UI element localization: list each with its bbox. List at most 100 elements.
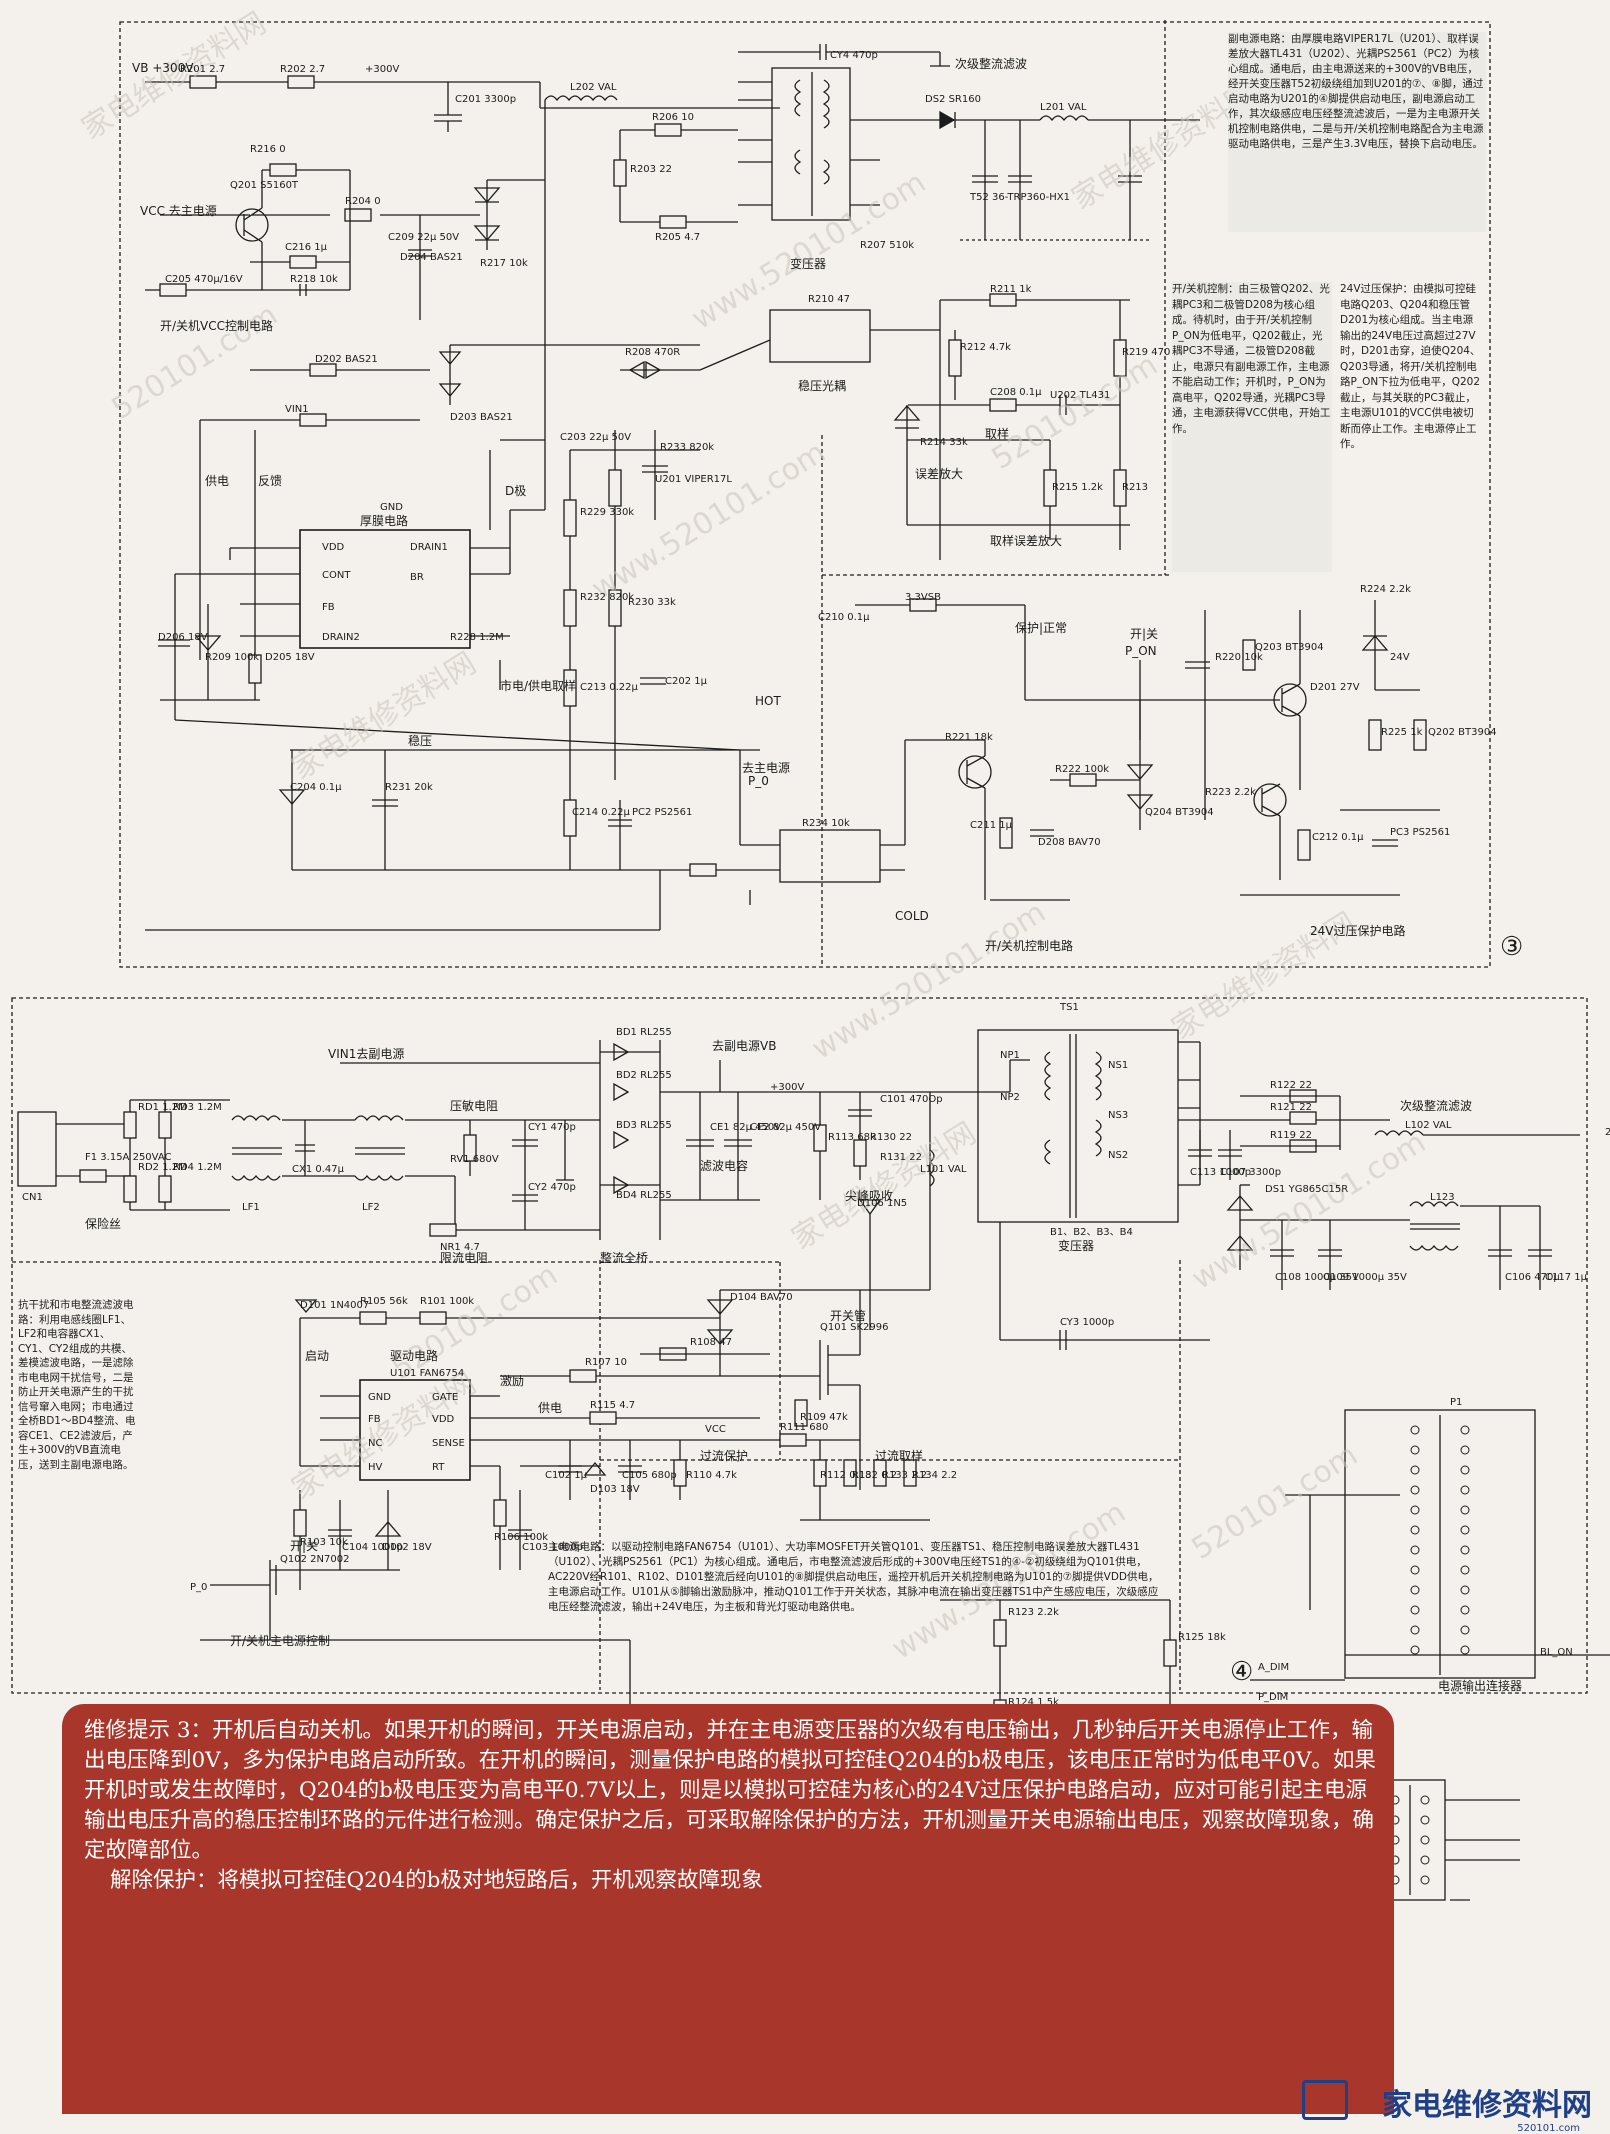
component-label: C205 470μ/16V [165,274,243,285]
annotation-d-pole: D极 [505,484,526,498]
annotation-thick-film: 厚膜电路 [360,513,408,528]
component-label: CE1 82μ 450V [710,1122,781,1133]
annotation-current-limit: 限流电阻 [440,1251,488,1265]
component-label: TS1 [1059,1002,1079,1013]
component-label: C109 1000μ 35V [1323,1272,1407,1283]
component-label: RT [432,1462,445,1473]
panel-number-3: ③ [1500,932,1523,962]
component-label: R202 2.7 [280,64,325,75]
component-label: CY4 470p [830,50,878,61]
component-label: D202 BAS21 [315,354,378,365]
component-label: Q201 S5160T [230,180,299,191]
component-label: C107 3300p [1220,1167,1281,1178]
component-label: C103 1000p [522,1542,583,1553]
component-label: R214 33k [920,437,968,448]
component-label: R207 510k [860,240,914,251]
component-label: D103 18V [590,1484,640,1495]
component-label: 24V [1605,1127,1610,1138]
tip-fix: 解除保护：将模拟可控硅Q204的b极对地短路后，开机观察故障现象 [110,1868,763,1893]
component-label: D201 27V [1310,682,1360,693]
component-label: C104 1000p [342,1542,403,1553]
annotation-ovp-24v: 24V过压保护电路 [1310,923,1405,938]
watermark: www.520101.com [806,895,1052,1067]
annotation-fuse: 保险丝 [85,1216,121,1231]
annotation-vb-300v: VB +300V [132,61,194,75]
component-label: DRAIN2 [322,632,360,643]
component-label: R208 470R [625,347,680,358]
component-label: D208 BAV70 [1038,837,1101,848]
component-label: BD3 RL255 [616,1120,672,1131]
component-label: R134 2.2 [912,1470,957,1481]
component-label: P1 [1450,1397,1462,1408]
component-label: R228 1.2M [450,632,504,643]
component-label: R130 22 [870,1132,912,1143]
component-label: NR1 4.7 [440,1242,480,1253]
component-label: D205 18V [265,652,315,663]
component-label: DRAIN1 [410,542,448,553]
component-label: R234 10k [802,818,850,829]
annotation-bridge: 整流全桥 [600,1250,648,1265]
component-label: R213 [1122,482,1148,493]
r201 [189,75,217,89]
component-label: GND [380,502,403,513]
annotation-ce-filter: 滤波电容 [700,1158,748,1173]
annotation-oc-sampling: 过流取样 [875,1448,923,1463]
annotation-drive-circuit: 驱动电路 [390,1348,438,1363]
component-label: C106 470μ [1505,1272,1560,1283]
component-label: DS2 SR160 [925,94,981,105]
component-label: LF1 [242,1202,260,1213]
pc2-optocoupler [769,309,871,363]
component-label: PC3 PS2561 [1390,827,1450,838]
component-label: BD1 RL255 [616,1027,672,1038]
component-label: LF2 [362,1202,380,1213]
component-label: C201 3300p [455,94,516,105]
component-label: VIN1 [285,404,309,415]
component-label: VCC [705,1424,726,1435]
annotation-switch-tube: 开关管 [830,1308,866,1323]
component-label: R205 4.7 [655,232,700,243]
component-label: D104 BAV70 [730,1292,793,1303]
component-label: FB [368,1414,381,1425]
component-label: R131 22 [880,1152,922,1163]
cn1 [17,1111,57,1187]
section3-desc-top: 副电源电路：由厚膜电路VIPER17L（U201）、取样误差放大器TL431（U… [1228,32,1486,232]
component-label: R223 2.2k [1205,787,1256,798]
component-label: R216 0 [250,144,286,155]
component-label: C213 0.22μ [580,682,639,693]
component-label: C211 1μ [970,820,1013,831]
annotation-to-aux-vb: 去副电源VB [712,1039,776,1053]
watermark: 家电维修资料网 [286,1366,483,1507]
component-label: C105 680p [622,1470,677,1481]
component-label: +300V [365,64,399,75]
component-label: R108 47 [690,1337,732,1348]
tip-body: 如果开机的瞬间，开关电源启动，并在主电源变压器的次级有电压输出，几秒钟后开关电源… [84,1718,1376,1863]
repair-tip-box [62,1704,1394,2114]
component-label: DS1 YG865C15R [1265,1184,1348,1195]
component-label: R204 0 [345,196,381,207]
component-label: C101 470Op [880,1094,943,1105]
component-label: BL_ON [1540,1647,1573,1658]
component-label: R119 22 [1270,1130,1312,1141]
component-label: RV1 680V [450,1154,499,1165]
tip-title: 维修提示 3：开机后自动关机。 [84,1718,385,1743]
annotation-hot: HOT [755,694,781,708]
component-label: B1、B2、B3、B4 [1050,1227,1133,1238]
p1-connector [1344,1409,1536,1679]
section3-desc-left: 开/关机控制：由三极管Q202、光耦PC3和二极管D208为核心组成。待机时，由… [1172,282,1332,572]
annotation-supply: 供电 [205,474,229,488]
component-label: NP1 [1000,1050,1020,1061]
component-label: C117 1μ [1545,1272,1588,1283]
component-label: L201 VAL [1040,102,1087,113]
component-label: R230 33k [628,597,676,608]
watermark: 520101.com [986,347,1164,476]
component-label: 3.3VSB [905,592,941,603]
component-label: R101 100k [420,1296,474,1307]
component-label: C209 22μ 50V [388,232,459,243]
component-label: R209 100k [205,652,259,663]
component-label: GND [368,1392,391,1403]
component-label: VDD [432,1414,455,1425]
component-label: R109 47k [800,1412,848,1423]
component-label: R124 1.5k [1008,1697,1059,1708]
annotation-sampling: 取样 [985,426,1009,441]
